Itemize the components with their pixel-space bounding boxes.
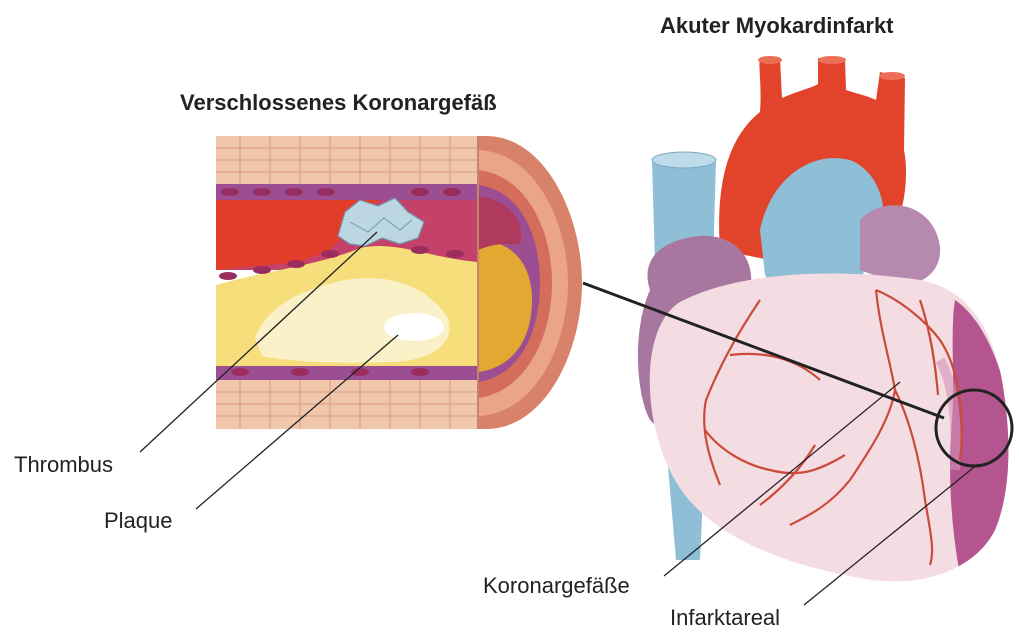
coronary-vessels-label: Koronargefäße <box>483 573 630 598</box>
vessel-media-bottom <box>216 366 478 380</box>
infarct-area-label: Infarktareal <box>670 605 780 630</box>
plaque-calcium <box>384 313 444 341</box>
vena-cava-opening <box>652 152 716 168</box>
thrombus-label: Thrombus <box>14 452 113 477</box>
vessel-title: Verschlossenes Koronargefäß <box>180 90 497 115</box>
plaque-label: Plaque <box>104 508 173 533</box>
vessel-illustration <box>216 136 582 429</box>
heart-title: Akuter Myokardinfarkt <box>660 13 894 38</box>
heart-illustration <box>638 56 1012 581</box>
left-atrium <box>860 205 940 285</box>
